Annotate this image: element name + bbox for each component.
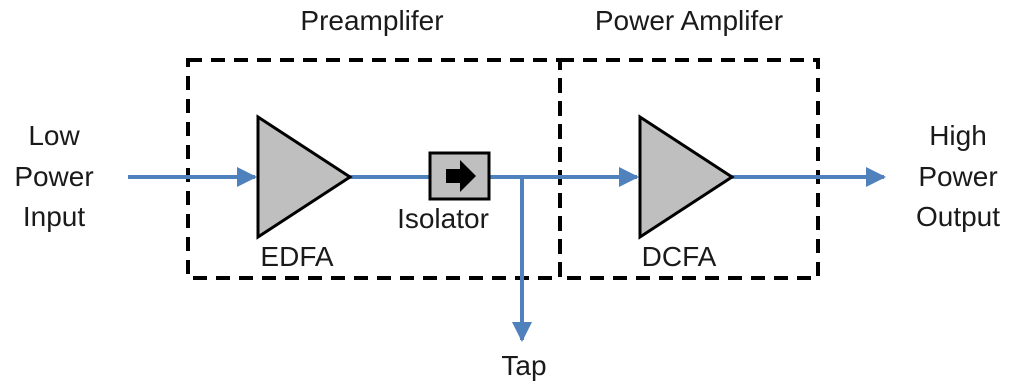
dcfa-amplifier-icon [638,114,735,240]
output-label-line1: High [929,120,987,151]
input-label: Low Power Input [14,120,93,232]
output-label-line2: Power [918,161,997,192]
isolator-icon [428,151,491,201]
isolator-label: Isolator [397,203,489,234]
output-label: High Power Output [916,120,1000,232]
preamplifier-box [186,58,562,280]
power-amplifier-title: Power Amplifer [595,5,783,36]
edfa-label: EDFA [260,241,333,272]
dcfa-label: DCFA [642,241,717,272]
input-label-line2: Power [14,161,93,192]
input-label-line1: Low [28,120,80,151]
input-label-line3: Input [23,201,85,232]
edfa-amplifier-icon [256,114,353,240]
tap-label: Tap [501,350,546,381]
output-label-line3: Output [916,201,1000,232]
power-amplifier-box [558,58,820,280]
preamplifier-title: Preamplifer [300,5,443,36]
